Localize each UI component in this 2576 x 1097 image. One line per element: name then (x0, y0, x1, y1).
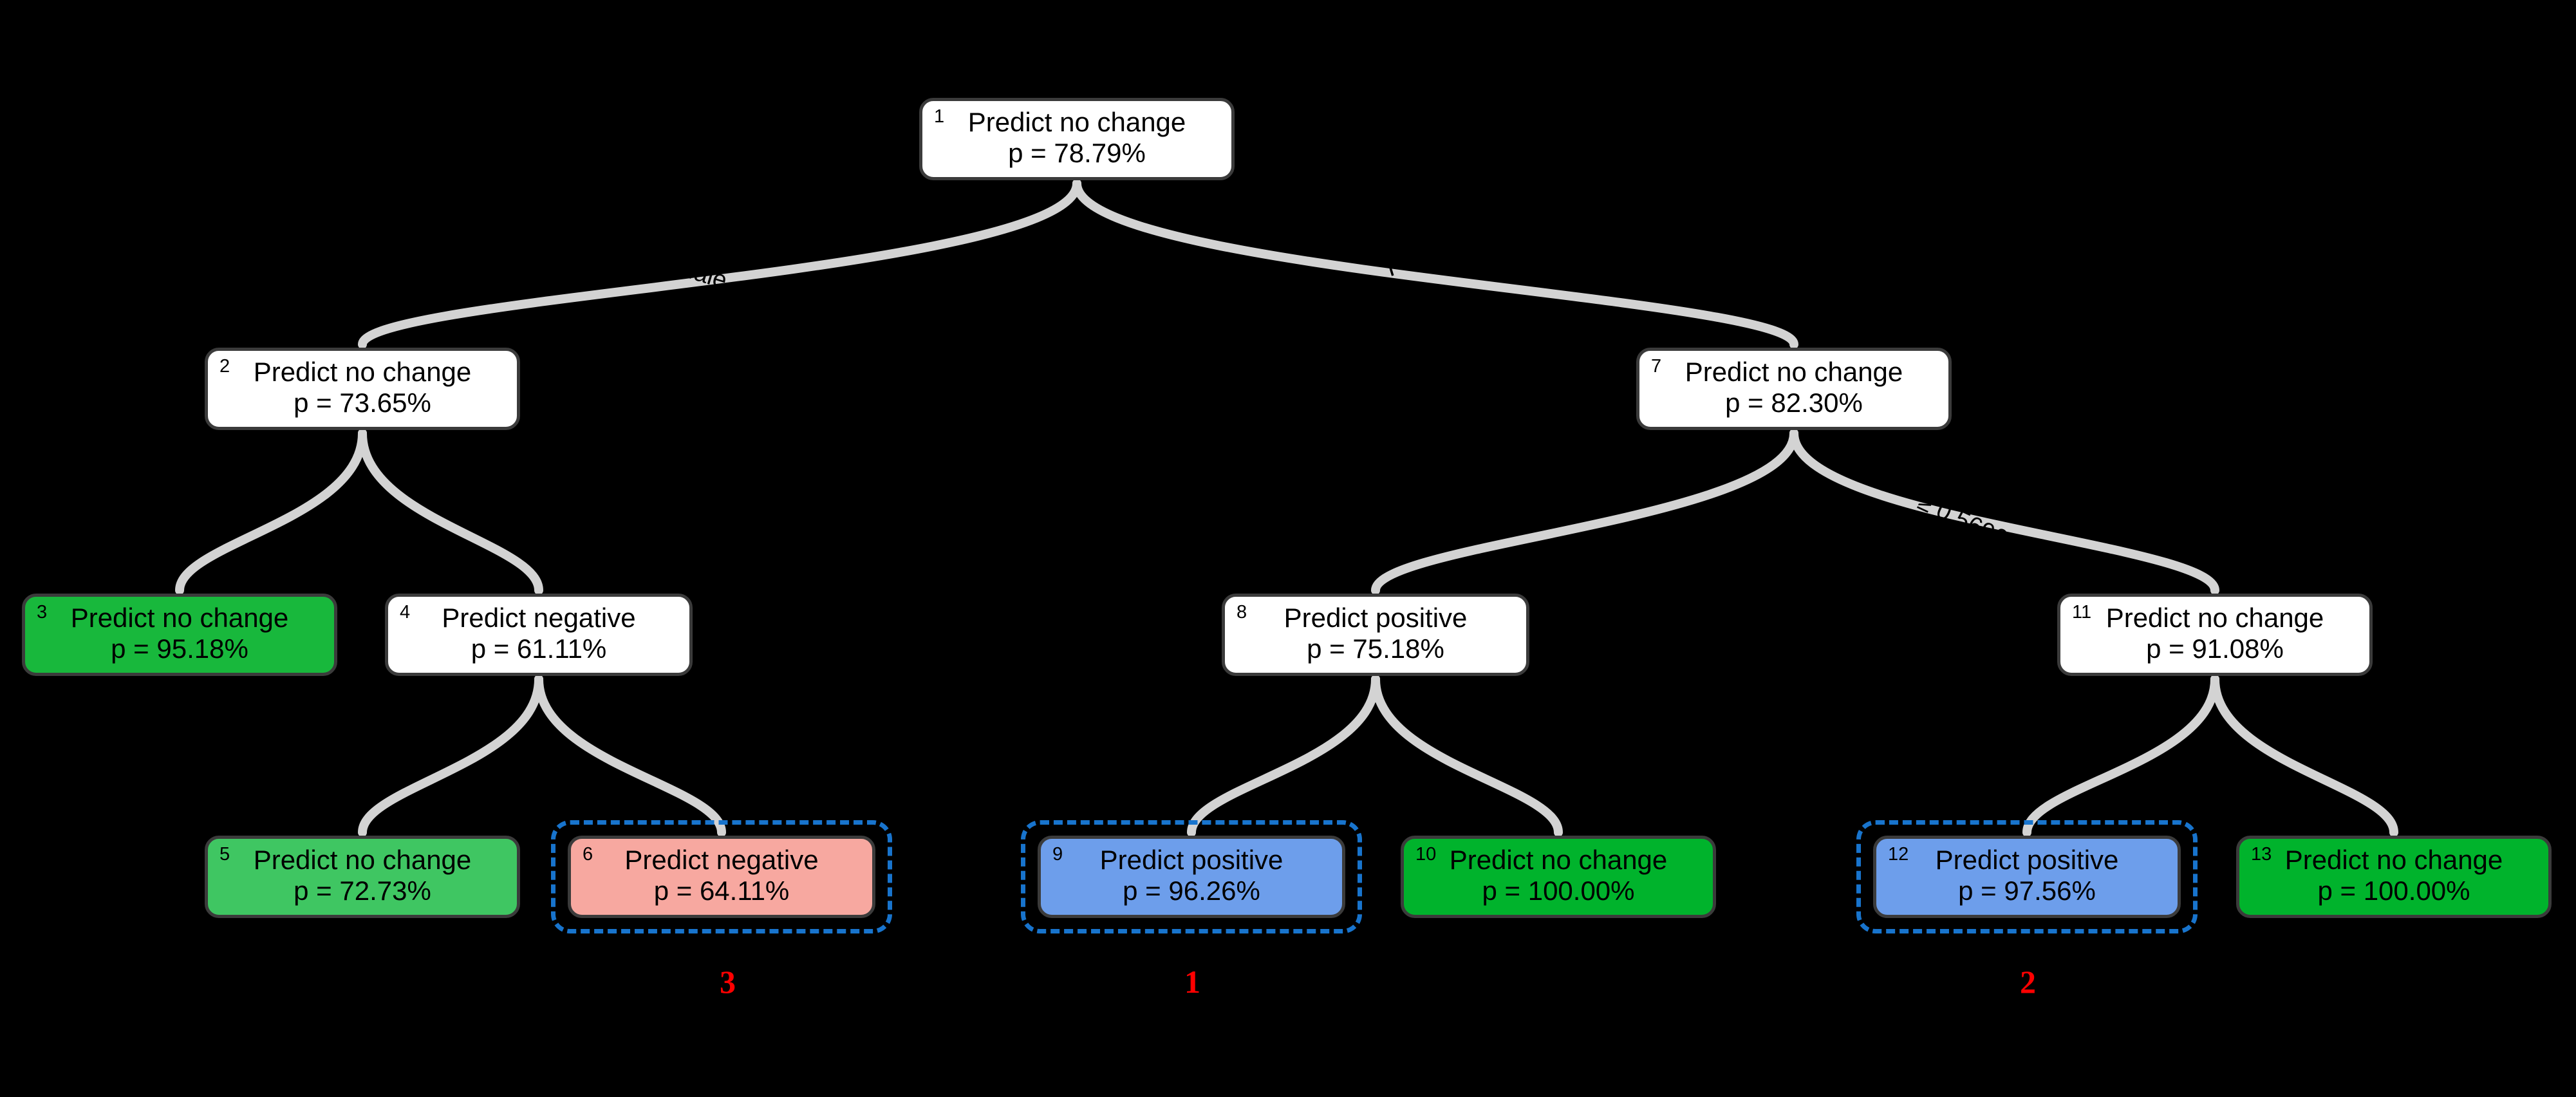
node-probability: p = 78.79% (1008, 138, 1146, 168)
tree-edge (358, 429, 543, 595)
edge-label: Male (671, 253, 731, 295)
node-id: 8 (1237, 602, 1247, 623)
tree-edge (175, 429, 367, 595)
tree-edge (2210, 675, 2398, 837)
tree-edge (1371, 429, 1798, 595)
node-id: 3 (37, 602, 48, 623)
node-probability: p = 100.00% (2317, 876, 2470, 906)
tree-edge (1371, 675, 1563, 837)
node-id: 10 (1415, 844, 1437, 865)
node-prediction-label: Predict positive (1099, 845, 1283, 876)
node-probability: p = 61.11% (471, 633, 607, 664)
node-probability: p = 100.00% (1482, 876, 1635, 906)
node-probability: p = 75.18% (1307, 633, 1444, 664)
node-prediction-label: Predict no change (967, 107, 1186, 138)
node-id: 7 (1651, 356, 1662, 377)
node-prediction-label: Predict no change (1685, 357, 1903, 388)
node-probability: p = 73.65% (294, 388, 431, 418)
node-probability: p = 82.30% (1725, 388, 1863, 418)
node-prediction-label: Predict no change (253, 357, 472, 388)
node-id: 5 (219, 844, 230, 865)
tree-edge (358, 675, 543, 837)
node-id: 6 (583, 844, 593, 865)
tree-edge (1072, 179, 1798, 349)
tree-edge (1187, 675, 1380, 837)
node-prediction-label: Predict no change (70, 603, 289, 633)
node-id: 13 (2251, 844, 2272, 865)
node-id: 4 (400, 602, 411, 623)
edge-label: Female (1383, 232, 1470, 283)
node-id: 9 (1052, 844, 1063, 865)
node-id: 12 (1888, 844, 1909, 865)
node-probability: p = 72.73% (294, 876, 431, 906)
node-probability: p = 64.11% (653, 876, 790, 906)
node-prediction-label: Predict positive (1935, 845, 2119, 876)
node-prediction-label: Predict no change (1449, 845, 1668, 876)
tree-edge (358, 179, 1081, 349)
edge-label: ≥ 0.5696 (1914, 488, 2011, 553)
node-id: 2 (219, 356, 230, 377)
node-prediction-label: Predict negative (442, 603, 636, 633)
red-annotation-number: 2 (2020, 964, 2036, 1000)
node-id: 11 (2072, 602, 2092, 623)
node-prediction-label: Predict negative (624, 845, 819, 876)
node-prediction-label: Predict no change (253, 845, 472, 876)
red-annotation-number: 1 (1184, 964, 1200, 1000)
node-probability: p = 97.56% (1958, 876, 2096, 906)
node-probability: p = 95.18% (111, 633, 248, 664)
node-probability: p = 96.26% (1123, 876, 1260, 906)
node-probability: p = 91.08% (2146, 633, 2284, 664)
node-prediction-label: Predict no change (2105, 603, 2324, 633)
tree-edge (534, 675, 726, 837)
tree-edge (1789, 429, 2219, 595)
node-prediction-label: Predict positive (1283, 603, 1468, 633)
node-id: 1 (934, 106, 945, 127)
tree-edge (2022, 675, 2219, 837)
red-annotation-number: 3 (720, 964, 736, 1000)
node-prediction-label: Predict no change (2284, 845, 2503, 876)
